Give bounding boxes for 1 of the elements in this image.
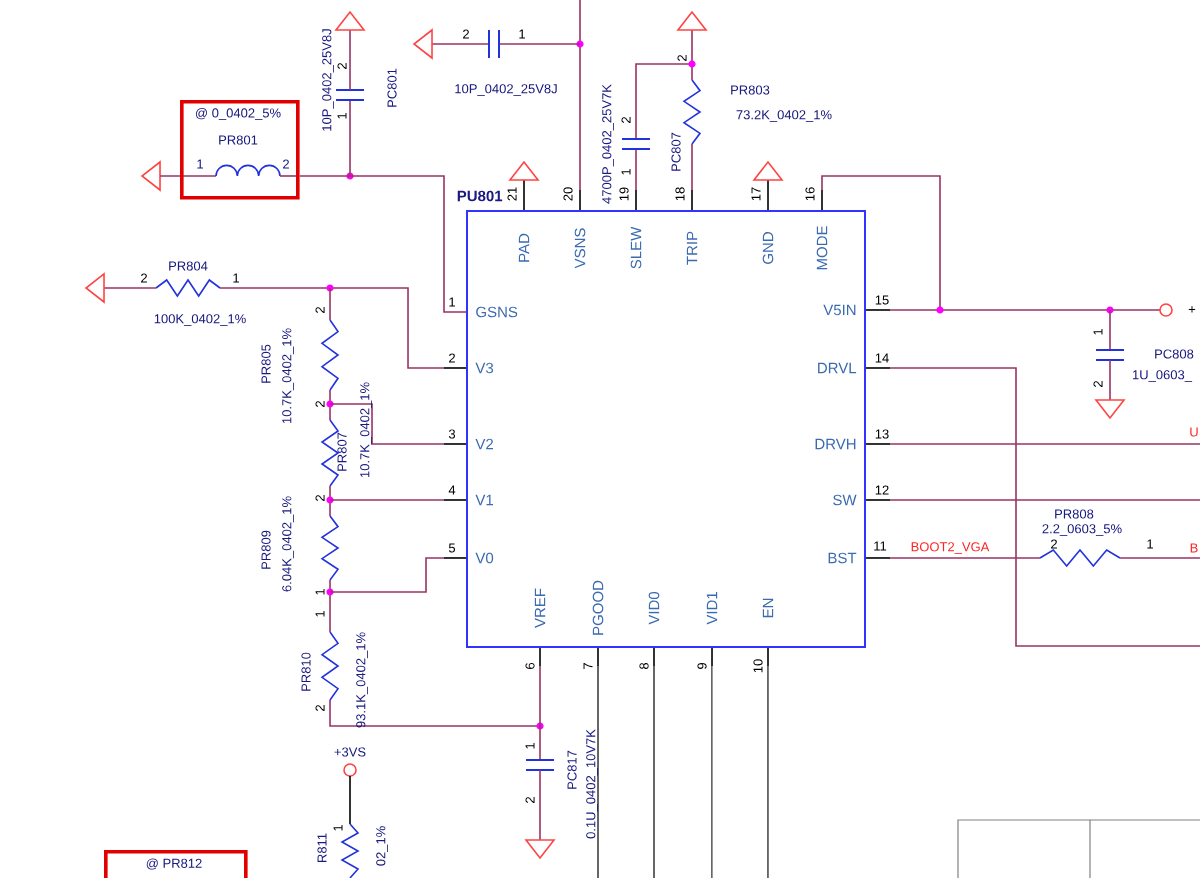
wire [298, 175, 467, 313]
